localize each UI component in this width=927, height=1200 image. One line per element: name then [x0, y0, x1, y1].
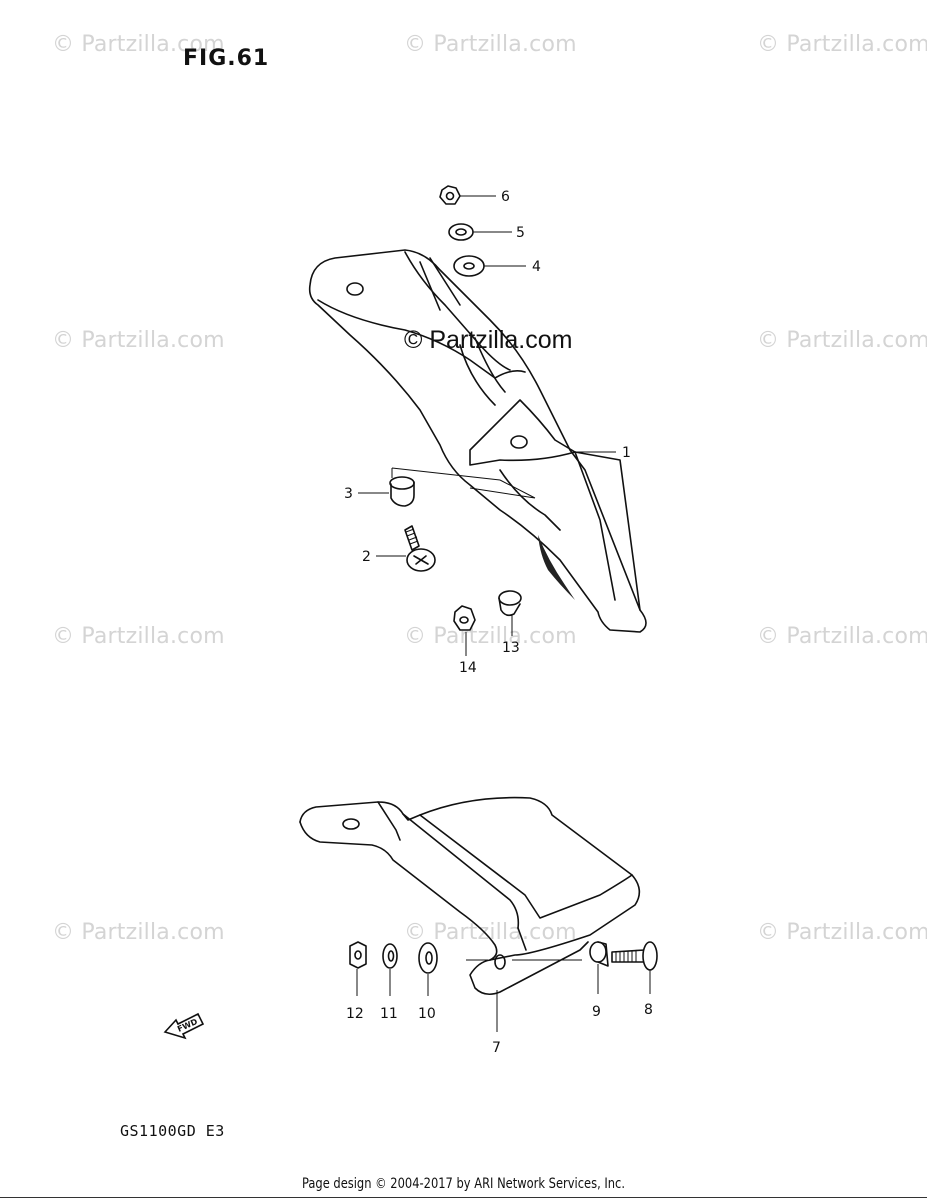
watermark: © Partzilla.com — [52, 32, 225, 57]
callout-9: 9 — [592, 1004, 601, 1020]
nut-6 — [439, 185, 496, 205]
figure-title: FIG.61 — [183, 46, 270, 71]
washer-10 — [418, 942, 438, 996]
callout-10: 10 — [418, 1006, 436, 1022]
footer-copyright: Page design © 2004-2017 by ARI Network S… — [301, 1176, 626, 1192]
callout-12: 12 — [346, 1006, 364, 1022]
spacer-9 — [589, 941, 609, 994]
watermark: © Partzilla.com — [757, 328, 927, 353]
footer-divider — [0, 1197, 927, 1198]
callout-1: 1 — [622, 445, 631, 461]
nut-14 — [453, 605, 476, 656]
callout-6: 6 — [501, 189, 510, 205]
callout-13: 13 — [502, 640, 520, 656]
callout-14: 14 — [459, 660, 477, 676]
model-code: GS1100GD E3 — [120, 1122, 225, 1140]
callout-5: 5 — [516, 225, 525, 241]
upper-bracket — [308, 249, 647, 633]
bolt-8 — [611, 941, 658, 994]
callout-8: 8 — [644, 1002, 653, 1018]
bolt-2 — [376, 525, 436, 572]
callout-3: 3 — [344, 486, 353, 502]
washer-4 — [453, 255, 526, 277]
watermark: © Partzilla.com — [757, 624, 927, 649]
watermark: © Partzilla.com — [404, 32, 577, 57]
collar-13 — [498, 590, 522, 636]
watermark: © Partzilla.com — [52, 328, 225, 353]
lower-plate — [299, 796, 641, 1032]
callout-7: 7 — [492, 1040, 501, 1056]
lock-washer-5 — [448, 223, 512, 241]
watermark: © Partzilla.com — [757, 920, 927, 945]
watermark: © Partzilla.com — [404, 624, 577, 649]
watermark: © Partzilla.com — [52, 920, 225, 945]
spacer-3 — [358, 476, 415, 507]
lock-washer-11 — [382, 943, 398, 996]
center-watermark: © Partzilla.com — [404, 326, 573, 354]
watermark: © Partzilla.com — [52, 624, 225, 649]
nut-12 — [349, 941, 367, 996]
callout-4: 4 — [532, 259, 541, 275]
watermark: © Partzilla.com — [404, 920, 577, 945]
callout-11: 11 — [380, 1006, 398, 1022]
fwd-direction-arrow: FWD — [163, 1012, 205, 1040]
callout-2: 2 — [362, 549, 371, 565]
watermark: © Partzilla.com — [757, 32, 927, 57]
